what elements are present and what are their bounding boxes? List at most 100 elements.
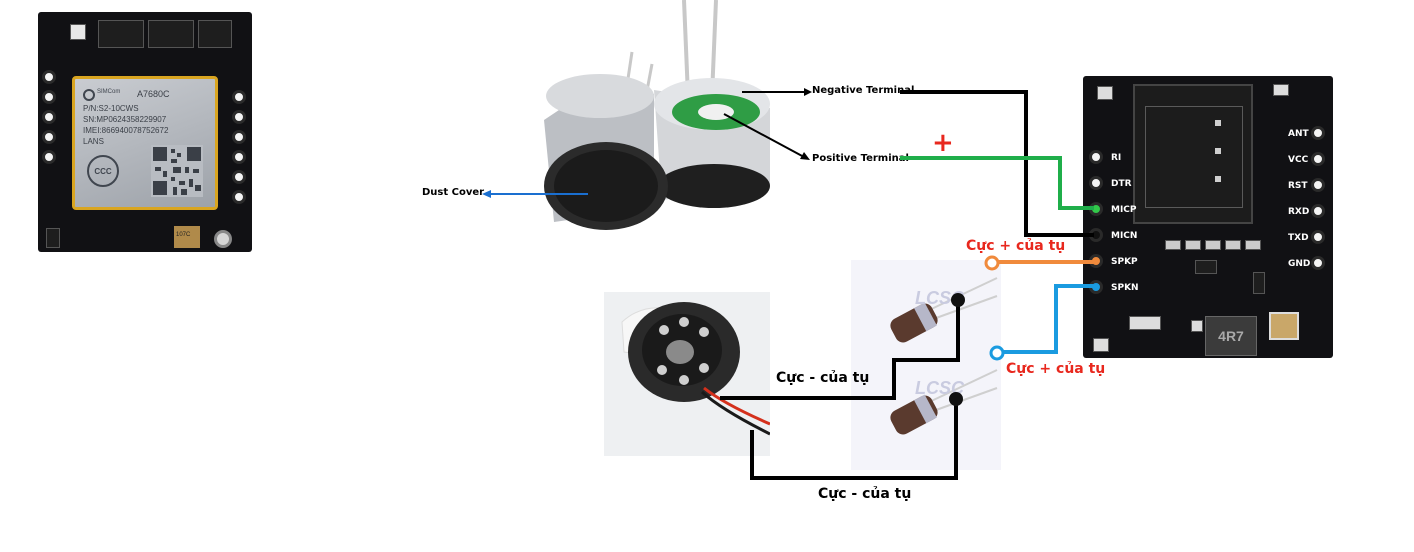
module-left-pad [42,130,56,144]
pin-ant[interactable] [1311,126,1325,140]
pin-label-vcc: VCC [1288,155,1309,165]
module-top-component [98,20,144,48]
module-right-pad [232,90,246,104]
module-bottom-component [46,228,60,248]
dust-cover-arrow [482,190,588,198]
module-crystal: 107C [174,226,200,248]
pin-dtr[interactable] [1089,176,1103,190]
pin-vcc[interactable] [1311,152,1325,166]
pin-label-micp: MICP [1111,205,1137,215]
bottom-cap-plus-label: Cực + của tụ [1006,361,1106,377]
board-component [1273,84,1289,96]
capacitor-watermark-bottom: LCSC [915,378,964,398]
positive-terminal-label: Positive Terminal [812,153,909,164]
pin-label-gnd: GND [1288,259,1311,269]
board-smd [1195,260,1217,274]
module-left-pad [42,70,56,84]
pin-txd[interactable] [1311,230,1325,244]
pin-label-ri: RI [1111,153,1122,163]
sim-contact [1215,120,1221,126]
sim-card-slot [1133,84,1253,224]
pin-label-rxd: RXD [1288,207,1310,217]
board-smd [1205,240,1221,250]
crystal-label: 107C [176,232,191,238]
spkp-cap-plus-dot [984,255,1000,271]
pin-rst[interactable] [1311,178,1325,192]
negative-terminal-arrow [742,88,812,96]
module-lans: LANS [83,137,104,146]
spkn-cap-plus-dot [989,345,1005,361]
ccc-cert-label: CCC [94,166,112,176]
bottom-cap-minus-label: Cực - của tụ [818,486,912,502]
module-right-pad [232,130,246,144]
pin-label-rst: RST [1288,181,1308,191]
board-smd [1225,240,1241,250]
module-right-pad [232,150,246,164]
sim-contact [1215,176,1221,182]
module-brand: SIMCom [97,89,121,95]
pin-rxd[interactable] [1311,204,1325,218]
wire-positive [900,156,1094,210]
simcom-logo-icon [83,89,95,101]
wire-negative [900,90,1094,237]
top-cap-minus-label: Cực - của tụ [776,370,870,386]
microphone-drawing [544,0,770,230]
module-pn: P/N:S2-10CWS [83,104,139,113]
module-right-pad [232,110,246,124]
antenna-connector-icon [214,230,232,248]
top-cap-plus-label: Cực + của tụ [966,238,1066,254]
board-smd [1245,240,1261,250]
module-left-pad [42,90,56,104]
plus-sign: + [932,128,954,158]
pin-label-txd: TXD [1288,233,1309,243]
pin-ri[interactable] [1089,150,1103,164]
module-right-pad [232,170,246,184]
qr-code-icon [151,145,203,197]
module-left-pad [42,110,56,124]
board-smd [1253,272,1265,294]
module-right-pad [232,190,246,204]
wire-speaker-top-cap [720,301,960,400]
pin-gnd[interactable] [1311,256,1325,270]
board-component [1097,86,1113,100]
negative-terminal-label: Negative Terminal [812,85,915,96]
board-capacitor [1269,312,1299,340]
ccc-cert-icon: CCC [87,155,119,187]
a7680c-module: SIMCom A7680C P/N:S2-10CWS SN:MP06243582… [38,12,252,252]
board-smd [1129,316,1161,330]
pin-label-spkn: SPKN [1111,283,1139,293]
board-smd [1185,240,1201,250]
microphone-photo [534,0,784,232]
module-top-component [148,20,194,48]
module-chip-name: A7680C [137,89,170,99]
top-cap-minus-dot [951,293,965,307]
speaker-drawing [621,302,771,436]
pin-label-ant: ANT [1288,129,1309,139]
inductor-label: 4R7 [1218,328,1244,344]
board-smd [1093,338,1109,352]
inductor-4r7: 4R7 [1205,316,1257,356]
bottom-cap-minus-dot [949,392,963,406]
sim-contact [1215,148,1221,154]
board-smd [1165,240,1181,250]
a7680c-chip: SIMCom A7680C P/N:S2-10CWS SN:MP06243582… [72,76,218,210]
sim-board: RI DTR MICP MICN SPKP SPKN ANT VCC RST R… [1083,76,1333,358]
wire-spkn [998,284,1094,354]
module-left-pad [42,150,56,164]
module-sn: SN:MP0624358229907 [83,115,167,124]
module-top-component [198,20,232,48]
pin-label-spkp: SPKP [1111,257,1138,267]
module-imei: IMEI:866940078752672 [83,126,169,135]
speaker-photo [604,292,771,456]
wire-speaker-bottom-cap [750,400,958,480]
board-smd [1191,320,1203,332]
pin-label-dtr: DTR [1111,179,1132,189]
positive-terminal-arrow [723,113,810,160]
module-top-component [70,24,86,40]
dust-cover-label: Dust Cover [422,187,485,198]
sim-slot-inner [1145,106,1243,208]
pin-label-micn: MICN [1111,231,1138,241]
capacitor-photo: LCSC LCSC [851,260,1001,470]
